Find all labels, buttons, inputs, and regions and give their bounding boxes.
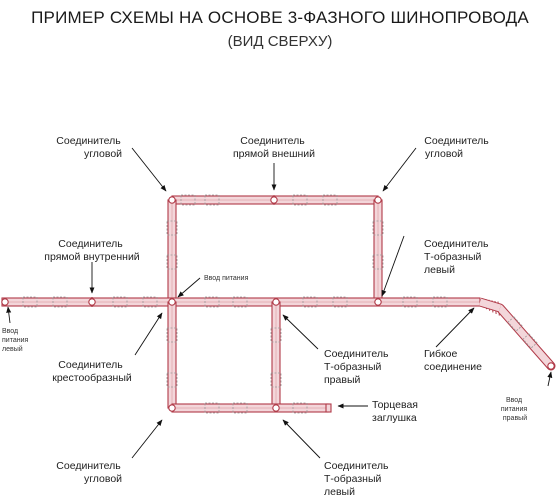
flex-link [478,298,502,312]
arrow-t-left-right [381,235,405,297]
label-corner-bottom: Соединитель угловой [56,460,123,485]
track-joint [166,327,178,343]
track-joint [302,296,318,308]
arrow-cross [134,312,163,356]
label-cross: Соединитель крестообразный [52,359,132,384]
label-corner-top-right: Соединитель угловой [424,135,491,160]
track-joint [292,402,308,414]
label-flexible: Гибкое соединение [424,348,482,373]
leader-arrows [6,147,553,459]
arrow-power-left [6,306,12,324]
arrow-corner-top-left [131,147,167,192]
track-joint [522,333,538,349]
track-joint [112,296,128,308]
label-t-right: Соединитель Т-образный правый [324,348,391,386]
label-power-input: Ввод питания [204,275,249,282]
track-joint [507,316,523,332]
corner-connector [374,196,382,204]
corner-connector [168,196,176,204]
power-feed-right [547,362,555,370]
arrow-t-right [282,314,319,350]
track-joint [372,254,384,270]
track-joint [270,327,282,343]
straight-connector [270,196,278,204]
power-feed-left [1,298,9,306]
track-joint [402,296,418,308]
track-joints [22,194,538,414]
track-joint [204,296,220,308]
label-straight-outer: Соединитель прямой внешний [233,135,315,160]
straight-connector-inner [88,298,96,306]
track-joint [166,220,178,236]
label-t-left-bottom: Соединитель Т-образный левый [324,460,391,498]
track-joint [292,194,308,206]
page-subtitle: (ВИД СВЕРХУ) [227,33,333,50]
corner-connector [168,404,176,412]
track-joint [204,402,220,414]
track-joint [204,194,220,206]
track-joint [322,194,338,206]
label-power-left: Ввод питания левый [2,328,30,353]
track-joint [142,296,158,308]
track-joint [166,372,178,388]
track-joint [232,402,248,414]
track-joint [52,296,68,308]
arrow-corner-top-right [382,147,417,192]
page-title: ПРИМЕР СХЕМЫ НА ОСНОВЕ 3-ФАЗНОГО ШИНОПРО… [31,8,529,27]
track-joint [432,296,448,308]
t-connector [272,404,280,412]
arrow-corner-bottom [131,419,163,459]
label-power-right: Ввод питания правый [501,397,529,422]
track-joint [22,296,38,308]
cross-connector [168,298,176,306]
track-joint [166,254,178,270]
arrow-t-left-bottom [282,419,321,459]
track-joint [232,296,248,308]
track-joint [270,372,282,388]
arrow-power-right [547,371,553,387]
labels: Соединитель угловой Соединитель прямой в… [2,135,529,498]
label-straight-inner: Соединитель прямой внутренний [44,238,140,263]
track-joint [180,194,196,206]
end-cap [325,403,332,413]
t-connector [272,298,280,306]
label-end-cap: Торцевая заглушка [372,399,421,424]
t-connector [374,298,382,306]
label-corner-top-left: Соединитель угловой [56,135,123,160]
track-joint [372,220,384,236]
track-joint [332,296,348,308]
arrow-power-input [177,277,201,298]
arrow-flexible [435,307,475,348]
connector-nodes [1,196,555,412]
label-t-left-right: Соединитель Т-образный левый [424,238,491,276]
